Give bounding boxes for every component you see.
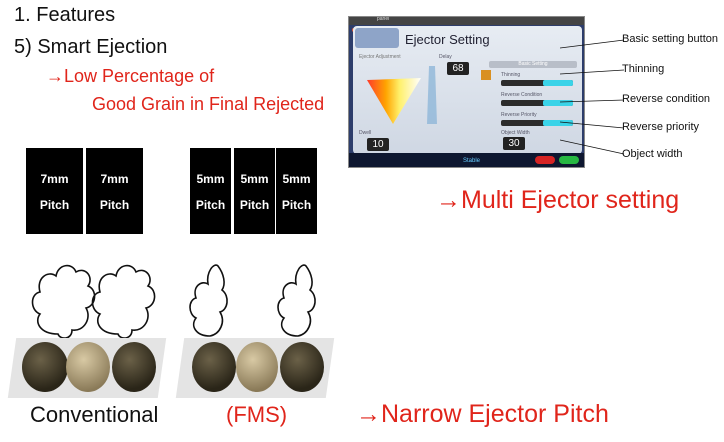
reverse-priority-slider[interactable] bbox=[501, 120, 573, 126]
benefit-line-2: Good Grain in Final Rejected bbox=[92, 94, 325, 114]
heading-smart-ejection: 5) Smart Ejection bbox=[14, 36, 168, 58]
window-controls bbox=[352, 19, 370, 32]
dark-grain bbox=[22, 342, 68, 392]
callout-line bbox=[560, 69, 625, 75]
callout-basic-setting: Basic setting button bbox=[622, 33, 719, 45]
callout-object-width: Object width bbox=[622, 148, 683, 160]
caption-fms: (FMS) bbox=[226, 402, 288, 427]
air-blast-icon bbox=[189, 264, 228, 337]
screen-title: Ejector Setting bbox=[405, 32, 490, 47]
pitch-word: Pitch bbox=[39, 198, 70, 212]
pitch-box: 5mm Pitch bbox=[234, 148, 275, 234]
thinning-icon bbox=[481, 70, 491, 80]
caption-conventional: Conventional bbox=[30, 402, 159, 427]
callout-reverse-priority: Reverse priority bbox=[622, 121, 700, 133]
basic-setting-button[interactable]: Basic Setting bbox=[489, 61, 577, 68]
status-stable: Stable bbox=[463, 158, 481, 164]
pitch-size: 5mm bbox=[282, 172, 311, 186]
settings-body: Ejector Setting Ejector Adjustment Basic… bbox=[353, 26, 582, 154]
start-button[interactable] bbox=[559, 156, 579, 164]
callout-line bbox=[560, 139, 625, 155]
air-blast-icon bbox=[31, 264, 96, 339]
callout-thinning: Thinning bbox=[622, 63, 665, 75]
thinning-label: Thinning bbox=[501, 72, 521, 78]
callout-line bbox=[560, 39, 625, 49]
thinning-slider[interactable] bbox=[501, 80, 573, 86]
delay-label: Delay bbox=[439, 54, 452, 60]
pitch-box: 5mm Pitch bbox=[190, 148, 231, 234]
reverse-condition-slider[interactable] bbox=[501, 100, 573, 106]
window-titlebar: panel bbox=[349, 16, 584, 32]
air-blast-icon bbox=[91, 264, 156, 339]
caption-narrow-pitch: →Narrow Ejector Pitch bbox=[356, 400, 609, 428]
dwell-label: Dwell bbox=[359, 130, 372, 136]
pitch-word: Pitch bbox=[281, 198, 312, 212]
ejection-graphic bbox=[367, 66, 437, 124]
air-blast-icon bbox=[277, 264, 316, 337]
ejector-icon bbox=[355, 28, 399, 48]
air-blast-illustration bbox=[31, 264, 316, 339]
pitch-box: 5mm Pitch bbox=[276, 148, 317, 234]
bottom-toolbar: Stable bbox=[349, 153, 584, 167]
reverse-priority-label: Reverse Priority bbox=[501, 112, 537, 118]
callout-lines bbox=[560, 39, 625, 155]
pitch-size: 7mm bbox=[40, 172, 69, 186]
pitch-box: 7mm Pitch bbox=[86, 148, 143, 234]
callout-line bbox=[560, 99, 625, 103]
dark-grain bbox=[192, 342, 236, 392]
caption-multi-ejector: →Multi Ejector setting bbox=[436, 186, 680, 214]
object-width-value[interactable]: 30 bbox=[503, 137, 525, 150]
pitch-size: 5mm bbox=[196, 172, 225, 186]
good-grain bbox=[236, 342, 278, 392]
callout-line bbox=[560, 121, 625, 129]
benefit-line-1: →Low Percentage of bbox=[46, 66, 215, 86]
dark-grain bbox=[112, 342, 156, 392]
ejector-setting-screenshot: panel Ejector Setting Ejector Adjustment… bbox=[348, 16, 585, 168]
pitch-size: 7mm bbox=[100, 172, 129, 186]
pitch-word: Pitch bbox=[239, 198, 270, 212]
stop-button[interactable] bbox=[535, 156, 555, 164]
pitch-word: Pitch bbox=[99, 198, 130, 212]
delay-value[interactable]: 68 bbox=[447, 62, 469, 75]
callout-reverse-condition: Reverse condition bbox=[622, 93, 711, 105]
pitch-word: Pitch bbox=[195, 198, 226, 212]
window-title: panel bbox=[377, 16, 390, 22]
dwell-value[interactable]: 10 bbox=[367, 138, 389, 151]
ejector-adjustment-label: Ejector Adjustment bbox=[359, 54, 401, 60]
heading-features: 1. Features bbox=[14, 4, 116, 26]
good-grain bbox=[66, 342, 110, 392]
reverse-condition-label: Reverse Condition bbox=[501, 92, 543, 98]
dark-grain bbox=[280, 342, 324, 392]
object-width-label: Object Width bbox=[501, 130, 530, 136]
pitch-box: 7mm Pitch bbox=[26, 148, 83, 234]
pitch-size: 5mm bbox=[240, 172, 269, 186]
